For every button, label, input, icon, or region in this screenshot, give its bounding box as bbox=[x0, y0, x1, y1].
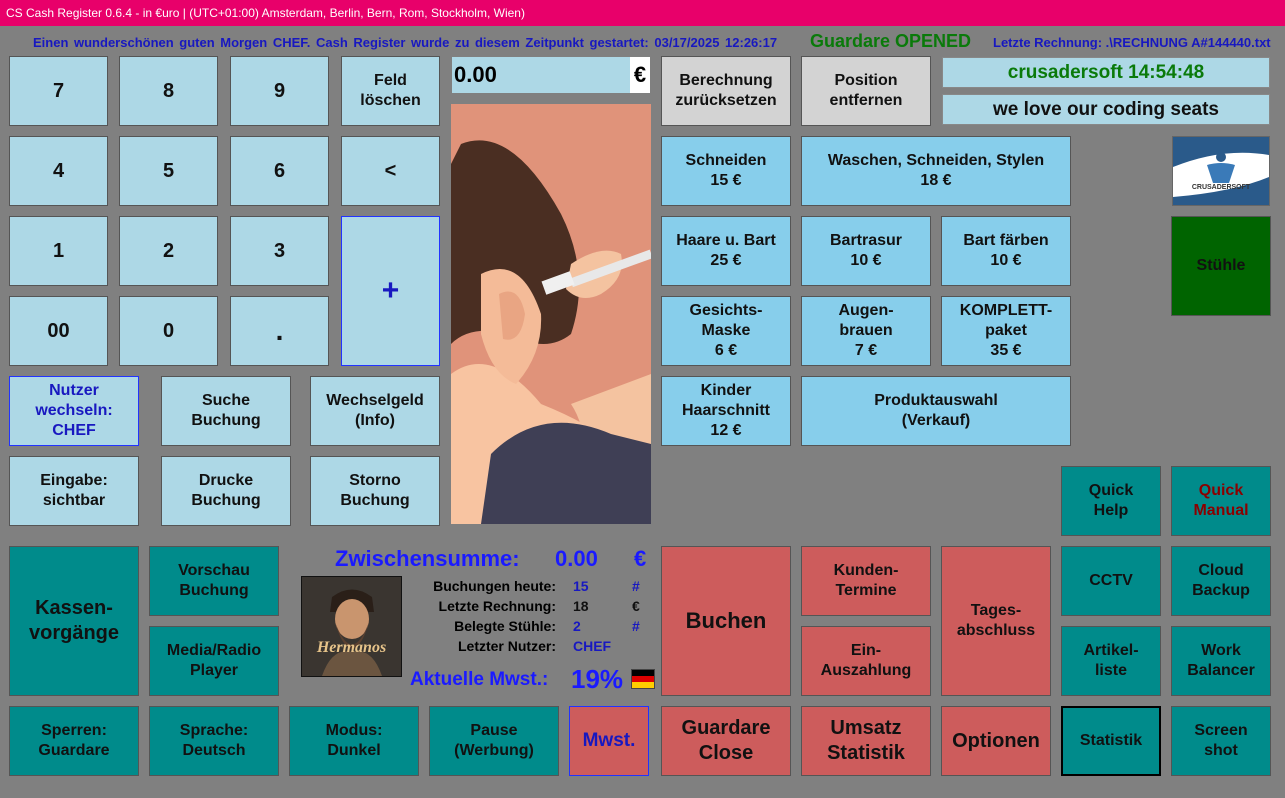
keypad-key-5[interactable]: 5 bbox=[119, 136, 218, 206]
crusadersoft-logo: CRUSADERSOFT bbox=[1172, 136, 1270, 206]
clock-banner: crusadersoft 14:54:48 bbox=[942, 57, 1270, 88]
greeting-text: Einen wunderschönen guten Morgen CHEF. C… bbox=[33, 35, 778, 50]
keypad-key-1[interactable]: 1 bbox=[9, 216, 108, 286]
tagesabschluss-button[interactable]: Tages-abschluss bbox=[941, 546, 1051, 696]
wechselgeld-button[interactable]: Wechselgeld(Info) bbox=[310, 376, 440, 446]
stat-label: Buchungen heute: bbox=[433, 578, 556, 594]
sperren-guardare-button[interactable]: Sperren:Guardare bbox=[9, 706, 139, 776]
stat-value: 2 bbox=[573, 618, 581, 634]
barber-portrait-icon bbox=[302, 577, 401, 676]
aktuelle-mwst-label: Aktuelle Mwst.: bbox=[410, 669, 549, 690]
barber-illustration bbox=[451, 104, 651, 524]
stat-label: Letzte Rechnung: bbox=[438, 598, 556, 614]
stat-value: CHEF bbox=[573, 638, 612, 654]
keypad-key-4[interactable]: 4 bbox=[9, 136, 108, 206]
amount-display[interactable]: 0.00 bbox=[452, 57, 630, 93]
kunden-termine-button[interactable]: Kunden-Termine bbox=[801, 546, 931, 616]
logo-icon bbox=[1173, 137, 1269, 205]
sprache-button[interactable]: Sprache:Deutsch bbox=[149, 706, 279, 776]
keypad-key-3[interactable]: 3 bbox=[230, 216, 329, 286]
backspace-button[interactable]: < bbox=[341, 136, 440, 206]
guardare-status: Guardare OPENED bbox=[810, 31, 972, 51]
stat-unit: # bbox=[632, 618, 640, 634]
stat-unit: € bbox=[632, 598, 640, 614]
stuehle-button[interactable]: Stühle bbox=[1171, 216, 1271, 316]
keypad-key-7[interactable]: 7 bbox=[9, 56, 108, 126]
zwischensumme-label: Zwischensumme: bbox=[335, 546, 520, 571]
keypad-key-9[interactable]: 9 bbox=[230, 56, 329, 126]
keypad-key-8[interactable]: 8 bbox=[119, 56, 218, 126]
optionen-button[interactable]: Optionen bbox=[941, 706, 1051, 776]
hermanos-logo: Hermanos bbox=[301, 576, 402, 677]
stat-value: 15 bbox=[573, 578, 589, 594]
cctv-button[interactable]: CCTV bbox=[1061, 546, 1161, 616]
logo-text: CRUSADERSOFT bbox=[1191, 184, 1251, 191]
keypad-key-6[interactable]: 6 bbox=[230, 136, 329, 206]
keypad-key-00[interactable]: 00 bbox=[9, 296, 108, 366]
aktuelle-mwst-value: 19% bbox=[571, 664, 624, 694]
statistik-button[interactable]: Statistik bbox=[1061, 706, 1161, 776]
mwst-button[interactable]: Mwst. bbox=[569, 706, 649, 776]
hermanos-logo-text: Hermanos bbox=[316, 639, 387, 656]
slogan-banner: we love our coding seats bbox=[942, 94, 1270, 125]
stat-label: Belegte Stühle: bbox=[454, 618, 556, 634]
pause-werbung-button[interactable]: Pause(Werbung) bbox=[429, 706, 559, 776]
barber-image bbox=[451, 104, 651, 524]
keypad-key-0[interactable]: 0 bbox=[119, 296, 218, 366]
stat-unit: # bbox=[632, 578, 640, 594]
plus-button[interactable]: + bbox=[341, 216, 440, 366]
eingabe-sichtbar-button[interactable]: Eingabe:sichtbar bbox=[9, 456, 139, 526]
stat-value: 18 bbox=[573, 598, 589, 614]
service-produktauswahl-button[interactable]: Produktauswahl(Verkauf) bbox=[801, 376, 1071, 446]
modus-button[interactable]: Modus:Dunkel bbox=[289, 706, 419, 776]
last-invoice-text: Letzte Rechnung: .\RECHNUNG A#144440.txt bbox=[993, 35, 1271, 50]
keypad-key-dot[interactable]: . bbox=[230, 296, 329, 366]
zwischensumme-value: 0.00 bbox=[555, 546, 598, 571]
buchen-button[interactable]: Buchen bbox=[661, 546, 791, 696]
window-title: CS Cash Register 0.6.4 - in €uro | (UTC+… bbox=[0, 0, 1285, 26]
ein-auszahlung-button[interactable]: Ein-Auszahlung bbox=[801, 626, 931, 696]
keypad-key-2[interactable]: 2 bbox=[119, 216, 218, 286]
german-flag-icon bbox=[631, 669, 655, 689]
kassenvorgaenge-button[interactable]: Kassen-vorgänge bbox=[9, 546, 139, 696]
stat-label: Letzter Nutzer: bbox=[457, 638, 556, 654]
artikelliste-button[interactable]: Artikel-liste bbox=[1061, 626, 1161, 696]
zwischensumme-currency: € bbox=[634, 546, 647, 571]
currency-symbol: € bbox=[630, 57, 650, 93]
